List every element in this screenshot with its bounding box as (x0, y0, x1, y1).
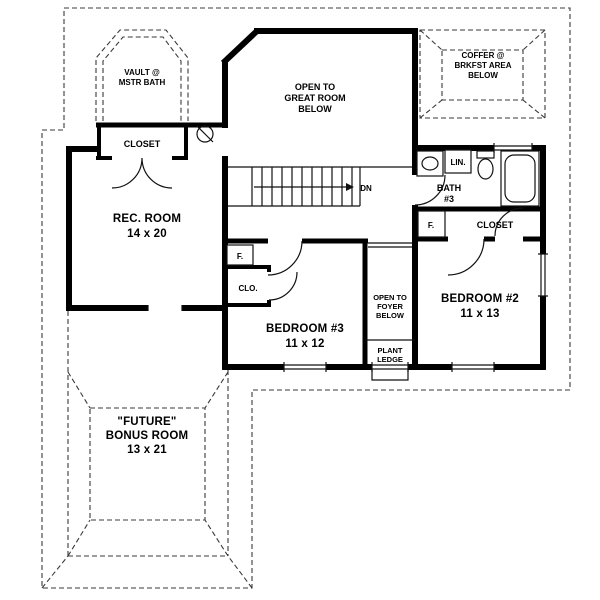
rec-room-size: 14 x 20 (127, 228, 167, 240)
foyer-open-line1: OPEN TO (373, 293, 407, 302)
roof-outline-dashed (41, 7, 571, 589)
vault-bay-outer-dashed (95, 29, 189, 121)
interior-walls (96, 122, 543, 367)
bedroom3-label: BEDROOM #3 (266, 323, 344, 335)
coffer-label-line1: COFFER @ (462, 51, 505, 60)
bonus-room-line1: "FUTURE" (117, 416, 176, 428)
furnace-left-label: F. (237, 252, 243, 261)
clo-door-arc (268, 271, 298, 301)
bedroom2-size: 11 x 13 (460, 308, 499, 320)
bath3-label-line2: #3 (444, 194, 454, 204)
vault-label-line2: MSTR BATH (119, 78, 166, 87)
great-room-open-line1: OPEN TO (295, 82, 335, 92)
foyer-open-line2: FOYER (377, 302, 403, 311)
closet-left-double-door-arcs (111, 157, 173, 189)
toilet-bowl-icon (477, 158, 494, 180)
exterior-walls (66, 27, 546, 370)
flue-symbol-icon (196, 125, 214, 143)
interior-wall-path (96, 122, 543, 367)
bonus-room-line2: BONUS ROOM (106, 430, 189, 442)
closet-right-label: CLOSET (477, 220, 514, 230)
bath3-door-arc (414, 174, 446, 206)
toilet-tank-icon (476, 150, 495, 159)
stairs (228, 166, 412, 207)
bedroom3-door-arc (267, 240, 303, 276)
stair-direction-arrow (346, 183, 354, 191)
sink-icon (421, 156, 439, 171)
room-labels: VAULT @ MSTR BATH CLOSET REC. ROOM 14 x … (106, 51, 519, 456)
bath3-label-line1: BATH (437, 183, 461, 193)
exterior-wall-path (66, 27, 546, 370)
clo-label: CLO. (238, 284, 257, 293)
thin-linework (147, 125, 415, 381)
plant-ledge-outline (365, 339, 415, 381)
closet-wall-path (96, 125, 271, 307)
furnace-box-left (226, 244, 254, 266)
plant-ledge-line2: LEDGE (377, 355, 403, 364)
rec-room-label: REC. ROOM (113, 213, 181, 225)
furnace-box-right (417, 210, 446, 238)
foyer-open-line3: BELOW (376, 311, 405, 320)
fixtures (226, 149, 540, 266)
window-bath-top (493, 143, 533, 153)
great-room-open-line3: BELOW (298, 104, 332, 114)
bonus-room-inner-dashed (89, 407, 206, 521)
window-foyer-front (371, 362, 409, 372)
bonus-room-line3: 13 x 21 (127, 444, 167, 456)
bedroom3-size: 11 x 12 (285, 338, 324, 350)
coffer-label-line2: BRKFST AREA (454, 61, 511, 70)
bathtub-basin (504, 154, 536, 203)
window-bedroom2-right (538, 253, 548, 297)
closet-right-door-arc (494, 207, 524, 237)
furnace-right-label: F. (428, 221, 434, 230)
closet-left-label: CLOSET (124, 139, 161, 149)
coffer-label-line3: BELOW (468, 71, 498, 80)
bedroom2-label: BEDROOM #2 (441, 293, 519, 305)
linen-label: LIN. (450, 158, 465, 167)
coffer-outer-dashed (419, 29, 546, 119)
door-swings (111, 157, 524, 301)
linen-closet-box (444, 149, 472, 174)
plant-ledge-line1: PLANT (378, 346, 403, 355)
bedroom2-door-arc (447, 238, 485, 276)
coffer-inner-dashed (441, 49, 524, 101)
foyer-railing (368, 242, 412, 248)
bonus-room-walls-dashed (67, 311, 229, 557)
window-bedroom2-bottom (451, 362, 495, 372)
flue-symbol-slash (196, 125, 214, 143)
window-symbols (283, 143, 548, 372)
vault-label-line1: VAULT @ (124, 68, 160, 77)
stair-direction-label: DN (360, 184, 372, 193)
great-room-open-line2: GREAT ROOM (284, 93, 345, 103)
bonus-opening-jambs (147, 305, 183, 311)
vault-bay-inner-dashed (102, 36, 182, 121)
window-bedroom3-bottom (283, 362, 327, 372)
